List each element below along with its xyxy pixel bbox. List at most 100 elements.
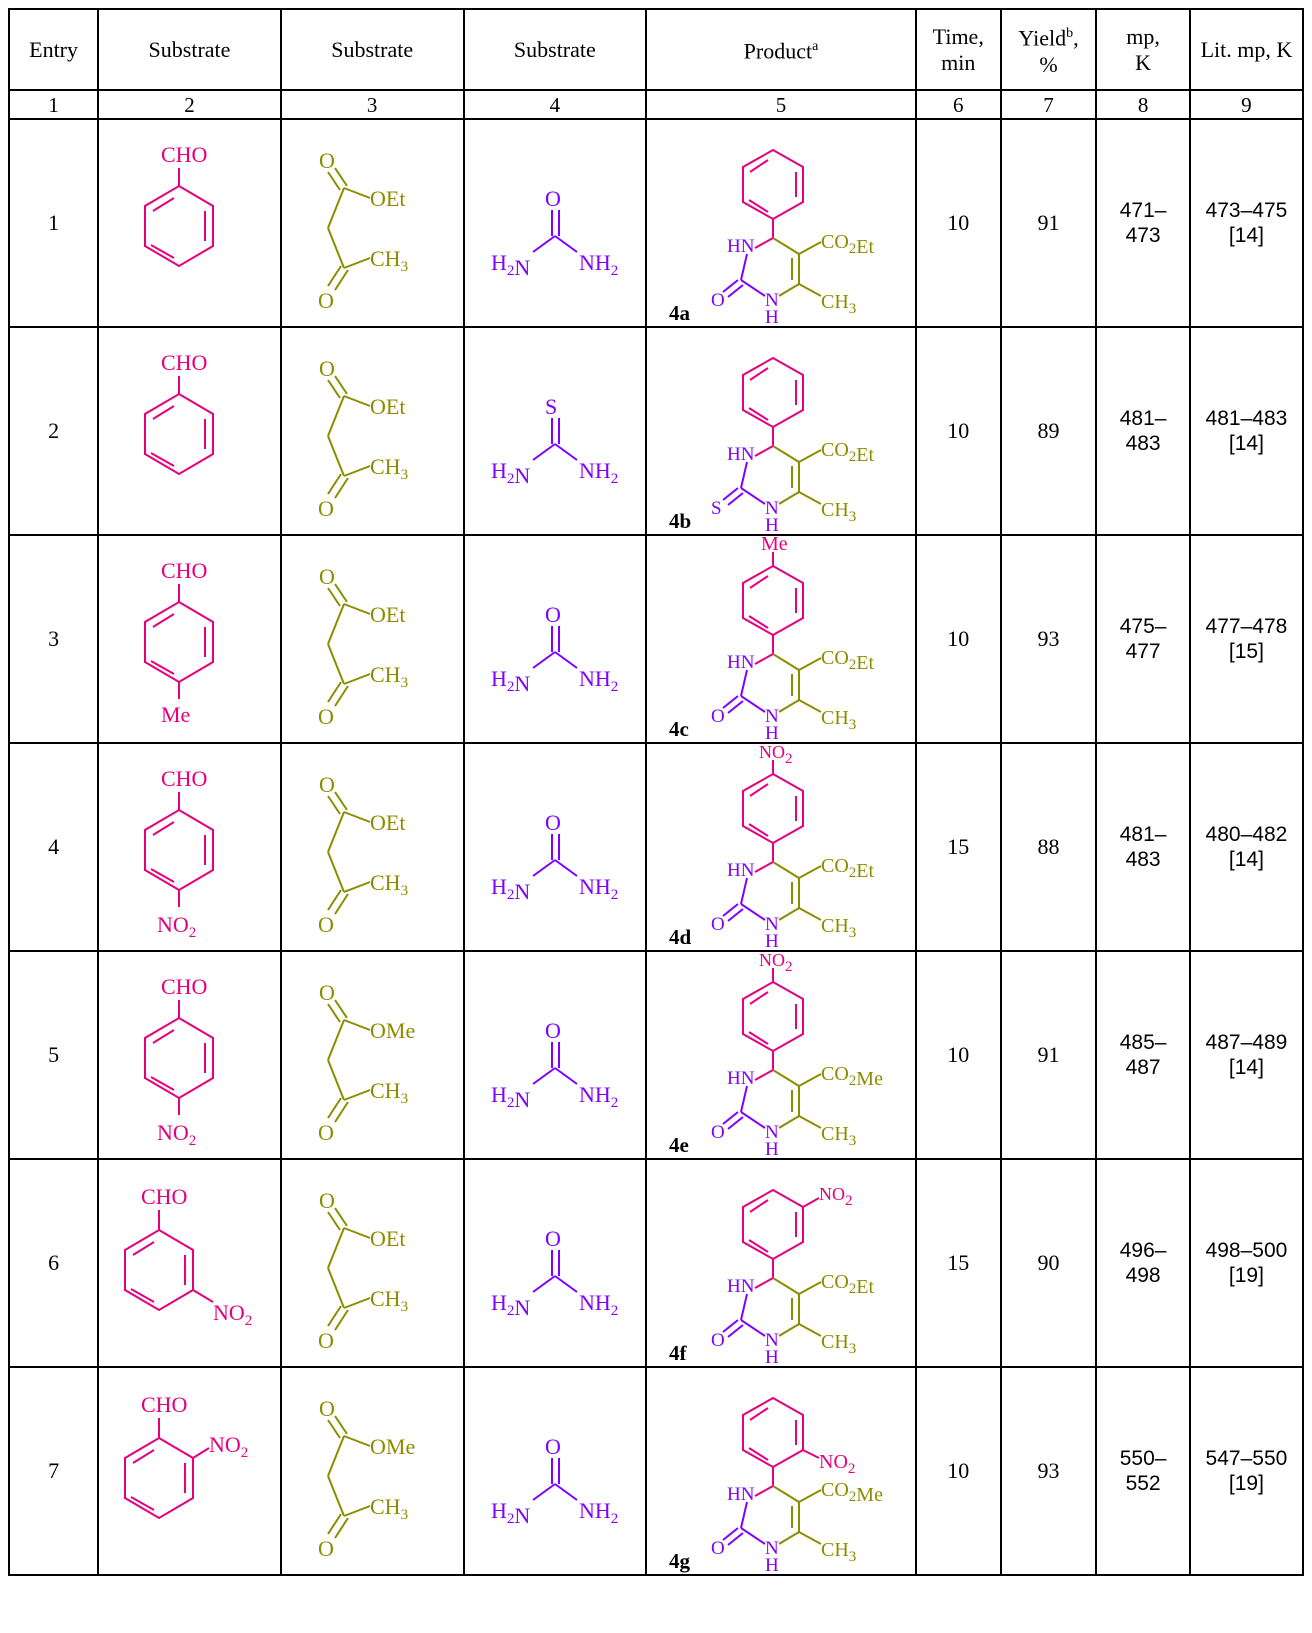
svg-text:O: O [318, 1328, 334, 1353]
svg-text:O: O [318, 1536, 334, 1561]
svg-text:O: O [545, 1018, 561, 1043]
lit-mp-cell: 473–475[14] [1188, 118, 1305, 328]
mp-cell: 481–483 [1095, 326, 1191, 536]
entry-cell: 5 [7, 950, 100, 1160]
svg-text:NO2: NO2 [759, 952, 793, 975]
svg-text:NO2: NO2 [157, 1120, 196, 1149]
mp-cell: 475–477 [1095, 534, 1191, 744]
svg-text:O: O [711, 1538, 725, 1559]
svg-text:O: O [711, 290, 725, 311]
svg-text:N: N [765, 1538, 779, 1559]
svg-text:Me: Me [761, 536, 788, 555]
column-number: 3 [279, 89, 465, 120]
yield-cell: 88 [999, 742, 1098, 952]
svg-text:S: S [711, 498, 722, 519]
header-row: Entry Substrate Substrate Substrate Prod… [7, 8, 1305, 91]
svg-text:NH2: NH2 [579, 458, 618, 487]
product-label: 4d [669, 925, 692, 949]
entry-cell: 4 [7, 742, 100, 952]
column-number: 5 [645, 89, 917, 120]
svg-text:CHO: CHO [141, 1184, 187, 1209]
svg-text:CO2Et: CO2Et [821, 439, 875, 466]
lit-mp-cell: 477–478[15] [1188, 534, 1305, 744]
svg-text:CH3: CH3 [821, 1539, 856, 1565]
mp-cell: 481–483 [1095, 742, 1191, 952]
column-number: 7 [999, 89, 1098, 120]
time-cell: 10 [914, 534, 1002, 744]
svg-text:N: N [765, 1122, 779, 1143]
svg-text:O: O [318, 496, 334, 521]
svg-text:NH2: NH2 [579, 1290, 618, 1319]
svg-text:H2N: H2N [491, 1290, 530, 1320]
svg-text:O: O [319, 356, 335, 381]
svg-text:O: O [545, 1226, 561, 1251]
svg-text:H: H [765, 1555, 779, 1574]
urea-structure: O H2N NH2 [491, 1226, 618, 1320]
header-lit-mp: Lit. mp, K [1188, 8, 1305, 91]
svg-text:H: H [765, 931, 779, 950]
svg-text:O: O [318, 912, 334, 937]
svg-text:CHO: CHO [161, 142, 207, 167]
column-number: 1 [7, 89, 100, 120]
header-entry: Entry [7, 8, 100, 91]
svg-text:H2N: H2N [491, 1082, 530, 1112]
svg-text:HN: HN [727, 1484, 755, 1505]
svg-text:CO2Et: CO2Et [821, 1271, 875, 1298]
yield-cell: 93 [999, 1366, 1098, 1576]
svg-text:O: O [319, 1396, 335, 1421]
svg-text:O: O [545, 186, 561, 211]
svg-text:HN: HN [727, 652, 755, 673]
svg-text:H: H [765, 723, 779, 742]
column-number: 6 [914, 89, 1002, 120]
svg-text:H2N: H2N [491, 250, 530, 280]
header-substrate-2: Substrate [279, 8, 465, 91]
product-label: 4f [669, 1341, 688, 1365]
svg-text:O: O [711, 706, 725, 727]
svg-text:H: H [765, 515, 779, 534]
svg-text:CH3: CH3 [821, 1331, 856, 1357]
product-label: 4c [669, 717, 689, 741]
svg-text:O: O [318, 704, 334, 729]
product-label: 4e [669, 1133, 689, 1157]
svg-text:O: O [545, 810, 561, 835]
svg-text:CO2Et: CO2Et [821, 647, 875, 674]
svg-text:OEt: OEt [370, 186, 405, 211]
svg-text:OEt: OEt [370, 394, 405, 419]
svg-text:NO2: NO2 [759, 744, 793, 767]
svg-text:CH3: CH3 [821, 707, 856, 733]
svg-text:OEt: OEt [370, 602, 405, 627]
svg-text:N: N [765, 290, 779, 311]
svg-text:HN: HN [727, 1068, 755, 1089]
column-number: 9 [1188, 89, 1305, 120]
svg-text:OMe: OMe [370, 1434, 415, 1459]
svg-text:O: O [319, 980, 335, 1005]
